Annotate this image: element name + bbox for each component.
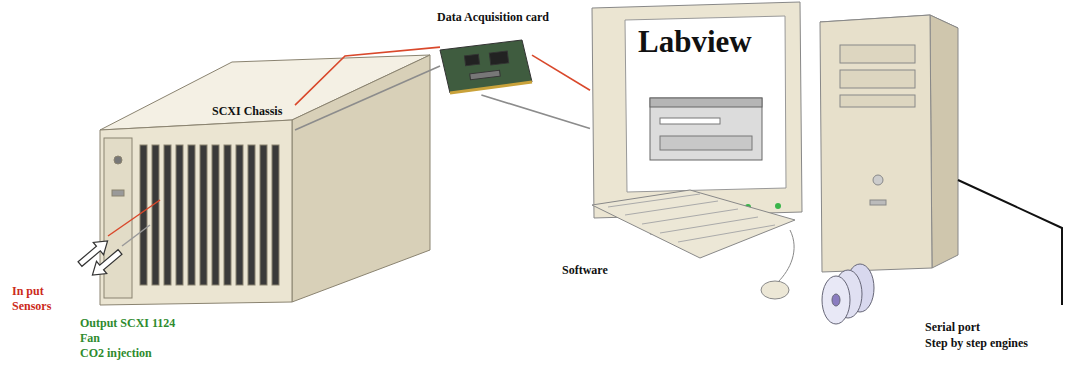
- tower-drawing-part: [870, 200, 886, 205]
- port-label: Step by step engines: [925, 336, 1028, 351]
- daq-card-drawing-part: [470, 70, 501, 80]
- tower-drawing-part: [840, 95, 915, 107]
- daq-card-drawing: [440, 40, 532, 93]
- scxi-chassis-drawing-part: [176, 145, 183, 285]
- keyboard-drawing-part: [608, 194, 700, 207]
- cable-line: [295, 66, 440, 130]
- keyboard-drawing-part: [678, 225, 775, 242]
- monitor-drawing-part: [660, 136, 752, 150]
- scxi-chassis-drawing-part: [236, 145, 243, 285]
- cable-line: [532, 55, 590, 90]
- scxi-chassis-drawing-part: [104, 138, 132, 298]
- keyboard-drawing: [592, 190, 795, 258]
- scxi-chassis-drawing-part: [248, 145, 255, 285]
- chassis-node: SCXI Chassis: [100, 100, 295, 305]
- tower-drawing: [820, 15, 958, 272]
- node-label: Labview: [638, 25, 752, 59]
- cd-drawing: [822, 264, 874, 324]
- output-label: CO2 injection: [80, 346, 152, 361]
- cable-line: [481, 95, 590, 129]
- tower-drawing-part: [840, 70, 915, 88]
- serial-cable-part: [958, 180, 1062, 305]
- port-label: Serial port: [925, 320, 980, 335]
- node-label: SCXI Chassis: [212, 104, 282, 119]
- tower-drawing-part: [840, 45, 915, 63]
- daq-card-node: Data Acquisition card: [440, 38, 532, 95]
- io-wires-part: [108, 200, 160, 236]
- io-wires: [108, 200, 160, 246]
- monitor-drawing-part: [625, 16, 786, 192]
- software-label: Software: [562, 263, 608, 278]
- monitor-drawing-part: [650, 98, 762, 160]
- cable-connector: [295, 47, 440, 130]
- keyboard-drawing-part: [642, 209, 738, 224]
- scxi-chassis-drawing-part: [140, 145, 147, 285]
- scxi-chassis-drawing-part: [292, 55, 430, 302]
- scxi-chassis-drawing-part: [272, 145, 279, 285]
- tower-drawing-part: [820, 15, 932, 272]
- daq-card-drawing-part: [440, 40, 532, 93]
- node-label: Data Acquisition card: [437, 10, 549, 25]
- daq-card-drawing-part: [464, 54, 479, 66]
- output-label: Fan: [80, 331, 100, 346]
- scxi-chassis-drawing-part: [164, 145, 171, 285]
- scxi-chassis-drawing-part: [100, 120, 292, 305]
- cable-connector: [481, 55, 590, 128]
- scxi-chassis-drawing-part: [188, 145, 195, 285]
- monitor-drawing-part: [660, 118, 720, 124]
- scxi-chassis-drawing-part: [152, 145, 159, 285]
- cd-drawing-part: [832, 294, 840, 306]
- daq-card-drawing-part: [489, 51, 508, 65]
- scxi-chassis-drawing-part: [200, 145, 207, 285]
- serial-cable: [958, 180, 1062, 305]
- mouse-drawing: [761, 230, 794, 299]
- tower-drawing-part: [930, 15, 958, 268]
- monitor-node: Labview: [590, 5, 802, 218]
- monitor-drawing-part: [592, 2, 802, 218]
- io-arrows: [75, 235, 125, 282]
- tower-drawing-part: [873, 175, 883, 185]
- mouse-drawing-part: [778, 230, 794, 282]
- scxi-chassis-drawing-part: [224, 145, 231, 285]
- scxi-chassis-drawing-part: [112, 190, 124, 196]
- output-label: Output SCXI 1124: [80, 316, 175, 331]
- monitor-drawing-part: [775, 203, 781, 209]
- scxi-chassis-drawing-part: [114, 156, 122, 164]
- keyboard-drawing-part: [625, 201, 718, 215]
- daq-card-drawing-part: [450, 82, 532, 93]
- scxi-chassis-drawing-part: [260, 145, 267, 285]
- cd-drawing-part: [822, 276, 850, 324]
- io-wires-part: [122, 225, 150, 246]
- scxi-chassis-drawing-part: [212, 145, 219, 285]
- io-arrows-part: [87, 246, 125, 281]
- mouse-drawing-part: [761, 281, 789, 299]
- keyboard-drawing-part: [592, 190, 795, 258]
- input-label: In put Sensors: [12, 284, 64, 314]
- monitor-drawing-part: [650, 98, 762, 107]
